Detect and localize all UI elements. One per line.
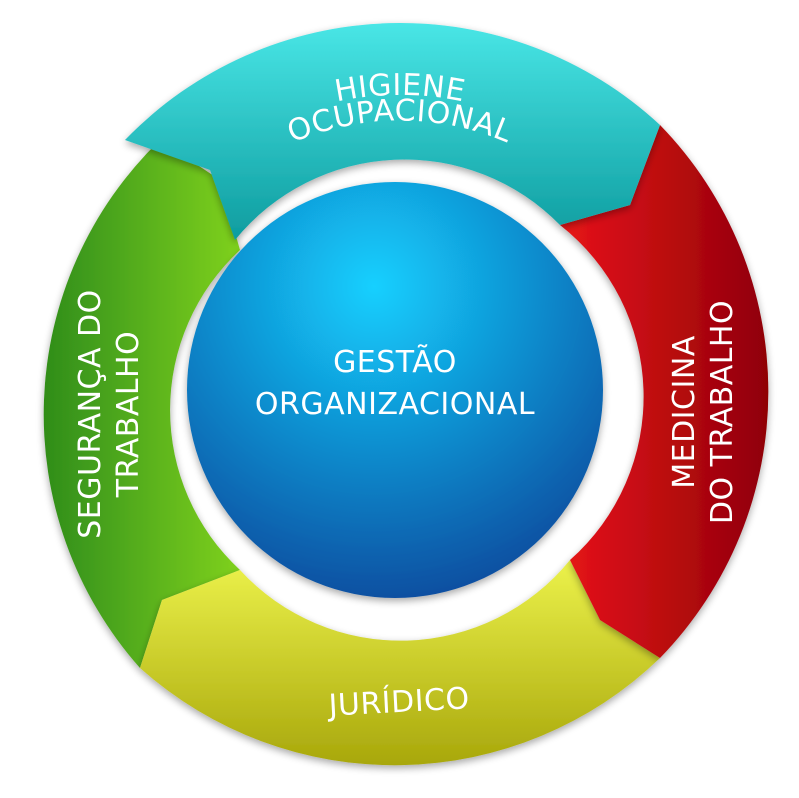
segment-left-label-line1: SEGURANÇA DO xyxy=(73,289,108,539)
segment-right-label-line1: MEDICINA xyxy=(667,335,702,489)
segment-top-label-line1: HIGIENE xyxy=(332,68,468,109)
segment-juridico xyxy=(140,560,660,766)
segment-seguranca-do-trabalho xyxy=(43,140,241,668)
segment-bottom-label: JURÍDICO xyxy=(326,680,471,723)
center-label-line2: ORGANIZACIONAL xyxy=(255,387,535,422)
segment-left-label-line2: TRABALHO xyxy=(111,331,146,498)
center-label-line1: GESTÃO xyxy=(333,344,457,380)
segment-right-label-line2: DO TRABALHO xyxy=(705,300,740,524)
segment-higiene-ocupacional xyxy=(125,22,660,240)
center-circle xyxy=(187,182,603,598)
segment-medicina-do-trabalho xyxy=(560,125,769,658)
